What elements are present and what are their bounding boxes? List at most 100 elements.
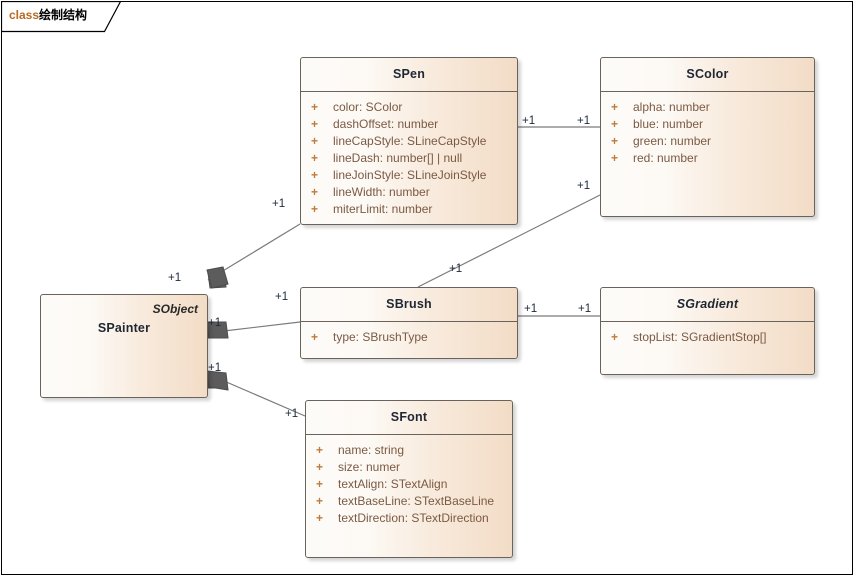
attribute-visibility: + <box>611 100 619 114</box>
attribute-signature: dashOffset: number <box>333 117 439 131</box>
link-brush-color[interactable] <box>417 194 601 288</box>
attribute-visibility: + <box>311 100 319 114</box>
attribute-signature: lineWidth: number <box>333 185 430 199</box>
multiplicity-label: +1 <box>272 198 286 210</box>
attribute-visibility: + <box>311 330 319 344</box>
attribute-visibility: + <box>611 330 619 344</box>
attribute-signature: lineJoinStyle: SLineJoinStyle <box>333 168 487 182</box>
class-attribute: + lineCapStyle: SLineCapStyle <box>301 133 517 150</box>
class-header-scolor: SColor <box>601 58 814 92</box>
class-attribute: + green: number <box>601 133 814 150</box>
multiplicity-label: +1 <box>449 263 463 275</box>
class-attribute: + color: SColor <box>301 99 517 116</box>
class-name-spen: SPen <box>392 67 426 81</box>
class-box-sgradient[interactable]: SGradient + stopList: SGradientStop[] <box>600 287 815 375</box>
class-attributes-sbrush: + type: SBrushType <box>301 322 517 352</box>
attribute-visibility: + <box>311 202 319 216</box>
attribute-visibility: + <box>611 134 619 148</box>
attribute-signature: blue: number <box>633 117 704 131</box>
attribute-signature: red: number <box>633 151 698 165</box>
class-attribute: + name: string <box>306 442 512 459</box>
attribute-visibility: + <box>311 117 319 131</box>
multiplicity-label: +1 <box>168 272 182 284</box>
attribute-visibility: + <box>311 151 319 165</box>
class-box-spen[interactable]: SPen+color: SColor+dashOffset: number+li… <box>300 57 518 225</box>
class-attribute: + lineWidth: number <box>301 184 517 201</box>
class-attributes-sfont: +name: string+size: numer+textAlign: STe… <box>306 435 512 533</box>
attribute-signature: textBaseLine: STextBaseLine <box>338 494 495 508</box>
attribute-visibility: + <box>316 443 324 457</box>
attribute-visibility: + <box>316 494 324 508</box>
class-attribute: + textBaseLine: STextBaseLine <box>306 493 512 510</box>
multiplicity-label: +1 <box>577 115 591 127</box>
class-attribute: + blue: number <box>601 116 814 133</box>
class-name-sbrush: SBrush <box>386 297 432 311</box>
frame-tab-shape <box>1 1 122 33</box>
class-attribute: + dashOffset: number <box>301 116 517 133</box>
class-stereotype-spainter: SObject <box>152 302 198 316</box>
attribute-signature: name: string <box>338 443 405 457</box>
aggregation-diamond-font-shape <box>206 370 229 391</box>
multiplicity-label: +1 <box>577 180 591 192</box>
multiplicity-label: +1 <box>285 408 299 420</box>
attribute-visibility: + <box>316 511 324 525</box>
attribute-signature: lineDash: number[] | null <box>333 151 463 165</box>
class-name-scolor: SColor <box>686 67 729 81</box>
class-header-sfont: SFont <box>306 401 512 435</box>
multiplicity-label: +1 <box>524 303 538 315</box>
attribute-visibility: + <box>311 134 319 148</box>
multiplicity-label: +1 <box>522 115 536 127</box>
class-attribute: + lineDash: number[] | null <box>301 150 517 167</box>
multiplicity-label: +1 <box>208 317 222 329</box>
aggregation-diamond-brush-shape <box>206 321 229 339</box>
attribute-signature: color: SColor <box>333 100 403 114</box>
class-attribute: +size: numer <box>306 459 512 476</box>
attribute-visibility: + <box>611 151 619 165</box>
attribute-signature: miterLimit: number <box>333 202 433 216</box>
attribute-visibility: + <box>316 460 324 474</box>
frame-tab-label: class绘制结构 <box>9 7 87 23</box>
link-painter-font[interactable] <box>223 380 306 417</box>
class-header-spen: SPen <box>301 58 517 92</box>
class-attribute: + type: SBrushType <box>301 329 517 346</box>
diagram-frame <box>1 1 853 575</box>
frame-keyword: class <box>9 8 40 22</box>
multiplicity-label: +1 <box>578 303 592 315</box>
class-box-sbrush[interactable]: SBrush + type: SBrushType <box>300 287 518 359</box>
class-attribute: + red: number <box>601 150 814 167</box>
attribute-signature: textDirection: STextDirection <box>338 511 489 525</box>
attribute-signature: green: number <box>633 134 712 148</box>
attribute-signature: lineCapStyle: SLineCapStyle <box>333 134 487 148</box>
class-attribute: + textDirection: STextDirection <box>306 510 512 527</box>
class-attribute: + alpha: number <box>601 99 814 116</box>
multiplicity-label: +1 <box>208 362 222 374</box>
attribute-visibility: + <box>611 117 619 131</box>
class-attributes-scolor: + alpha: number + blue: number + green: numbe… <box>601 92 814 173</box>
class-header-sbrush: SBrush <box>301 288 517 322</box>
frame-title: 绘制结构 <box>39 8 88 22</box>
class-attributes-sgradient: + stopList: SGradientStop[] <box>601 322 814 352</box>
diagram-frame-tab: class绘制结构 <box>1 1 122 33</box>
attribute-signature: alpha: number <box>633 100 710 114</box>
class-attribute: +lineJoinStyle: SLineJoinStyle <box>301 167 517 184</box>
class-name-spainter: SPainter <box>97 321 151 335</box>
attribute-signature: type: SBrushType <box>333 330 428 344</box>
attribute-visibility: + <box>311 185 319 199</box>
aggregation-diamond-pen-shape <box>206 266 229 289</box>
attribute-signature: stopList: SGradientStop[] <box>633 330 767 344</box>
class-box-sfont[interactable]: SFont+name: string+size: numer+textAlign… <box>305 400 513 558</box>
class-name-sgradient: SGradient <box>676 297 739 311</box>
link-painter-brush[interactable] <box>223 321 301 332</box>
attribute-visibility: + <box>316 477 324 491</box>
class-attribute: + textAlign: STextAlign <box>306 476 512 493</box>
class-attribute: + miterLimit: number <box>301 201 517 218</box>
class-name-sfont: SFont <box>390 410 428 424</box>
attribute-signature: textAlign: STextAlign <box>338 477 448 491</box>
class-header-sgradient: SGradient <box>601 288 814 322</box>
class-attributes-spen: + color: SColor + dashOffset: number + lineCa… <box>301 92 517 224</box>
class-box-scolor[interactable]: SColor + alpha: number + blue: number + green:… <box>600 57 815 217</box>
